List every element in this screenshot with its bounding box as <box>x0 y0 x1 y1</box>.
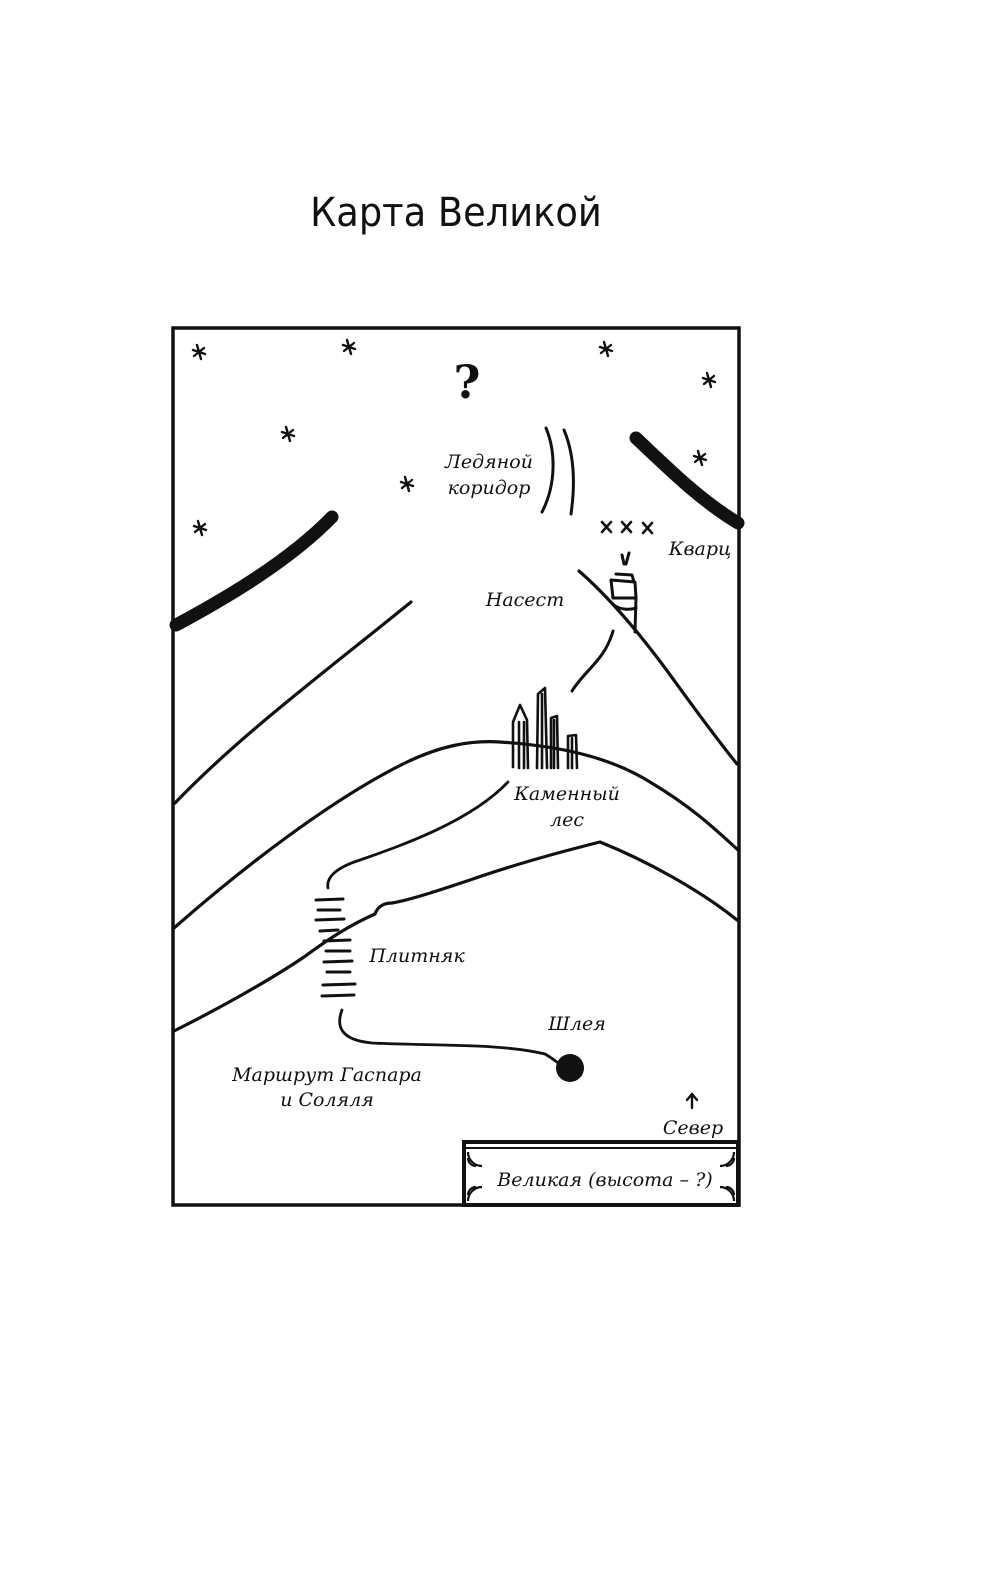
perch-ridge-line <box>577 569 739 766</box>
stone-forest-icon <box>511 686 579 770</box>
ridge-thick-right <box>629 431 745 530</box>
label-perch: Насест <box>485 589 564 611</box>
label-route-line2: и Соляля <box>280 1089 374 1111</box>
map-frame <box>171 326 741 1207</box>
star-icon <box>191 343 207 361</box>
star-icon <box>399 475 415 493</box>
shleya-point-icon <box>556 1054 584 1082</box>
ridge-thick-left <box>169 510 339 632</box>
route-segment-lower <box>338 1008 564 1068</box>
label-quartz: Кварц <box>668 538 732 560</box>
label-route-line1: Маршрут Гаспара <box>231 1064 422 1086</box>
perch-tower-icon <box>609 551 638 634</box>
star-icon <box>192 519 208 537</box>
quartz-crosses-icon <box>600 520 654 535</box>
flagstone-steps-icon <box>314 897 357 998</box>
ridge-line-left <box>173 600 413 805</box>
lower-ridge-line <box>172 840 739 1033</box>
label-stone-forest-line2: лес <box>550 809 584 831</box>
cartouche: Великая (высота – ?) <box>462 1140 740 1207</box>
question-mark: ? <box>454 355 481 409</box>
north-arrow-icon <box>685 1092 699 1110</box>
main-ridge-line <box>172 740 740 930</box>
cartouche-text: Великая (высота – ?) <box>496 1169 712 1191</box>
star-icon <box>701 371 717 389</box>
cartouche-corner-ornament-icon <box>466 1151 736 1202</box>
label-flagstone: Плитняк <box>368 945 465 967</box>
stars <box>191 338 717 537</box>
label-stone-forest-line1: Каменный <box>513 783 620 805</box>
star-icon <box>598 340 614 358</box>
star-icon <box>280 425 296 443</box>
star-icon <box>692 449 708 467</box>
label-shleya: Шлея <box>547 1013 606 1035</box>
route-segment-middle <box>326 780 510 890</box>
label-ice-corridor-line1: Ледяной <box>444 451 533 473</box>
ice-corridor-icon <box>540 426 575 516</box>
label-ice-corridor-line2: коридор <box>448 477 531 499</box>
star-icon <box>341 338 357 356</box>
label-north: Север <box>663 1117 723 1139</box>
route-segment-upper <box>570 629 615 693</box>
page-title: Карта Великой <box>310 190 602 236</box>
